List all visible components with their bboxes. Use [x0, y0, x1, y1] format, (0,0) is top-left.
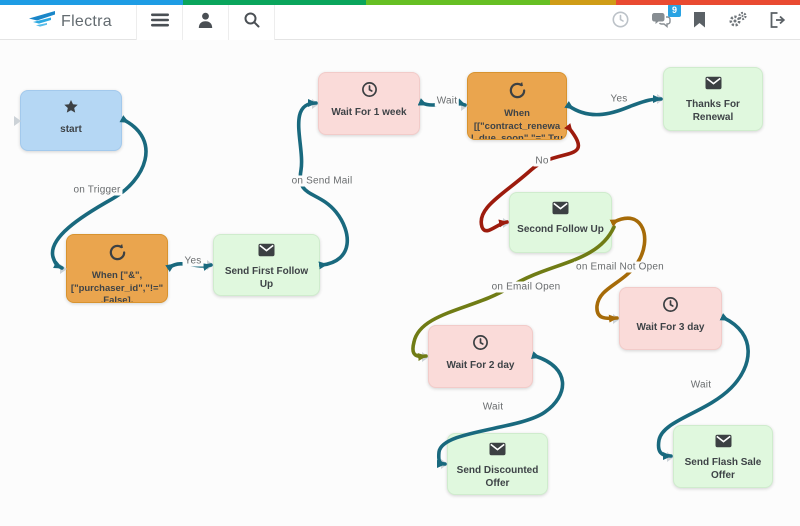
node-endpoint-arrow-icon — [14, 115, 21, 126]
edge-when-contract-renewal-to-thanks-for-renewal[interactable] — [564, 95, 663, 117]
brand-stripe-segment — [366, 0, 550, 5]
apps-menu-button[interactable] — [136, 4, 182, 40]
top-navbar: Flectra 9 — [0, 3, 800, 40]
clock-icon — [361, 81, 378, 103]
bookmark-icon — [693, 11, 706, 33]
node-send-flash-sale-offer[interactable]: Send Flash Sale Offer — [673, 425, 773, 488]
gears-icon — [728, 11, 747, 33]
messages-count-badge: 9 — [668, 3, 681, 17]
edge-start-to-when-purchaser[interactable] — [50, 115, 148, 270]
node-label: Send Discounted Offer — [456, 465, 539, 489]
edge-label-send-first-follow-up-to-wait-1-week: on Send Mail — [289, 175, 355, 187]
node-send-first-follow-up[interactable]: Send First Follow Up — [213, 234, 320, 296]
node-label: Wait For 2 day — [446, 360, 515, 371]
chat-bubbles-icon — [651, 12, 671, 33]
node-wait-3-day[interactable]: Wait For 3 day — [619, 287, 722, 350]
node-wait-1-week[interactable]: Wait For 1 week — [318, 72, 420, 135]
refresh-icon — [108, 243, 127, 267]
edge-send-first-follow-up-to-wait-1-week[interactable] — [296, 99, 349, 270]
envelope-icon — [258, 243, 275, 262]
node-when-purchaser[interactable]: When ["&", ["purchaser_id","!=" ,False],… — [66, 234, 168, 303]
node-when-contract-renewal[interactable]: When [["contract_renewa l_due_soon","=",… — [467, 72, 567, 140]
edge-second-follow-up-to-wait-2-day[interactable] — [411, 225, 616, 361]
sign-out-icon — [769, 11, 786, 33]
clock-icon — [662, 296, 679, 318]
node-label: Thanks For Renewal — [686, 99, 740, 123]
node-label: Wait For 3 day — [636, 322, 705, 333]
nav-buttons — [136, 4, 275, 40]
edge-wait-2-day-to-send-discounted-offer[interactable] — [436, 351, 565, 468]
envelope-icon — [715, 434, 732, 453]
search-icon — [244, 12, 260, 33]
user-menu-button[interactable] — [182, 4, 228, 40]
clock-icon — [472, 334, 489, 356]
app-logo-text: Flectra — [61, 13, 112, 30]
edge-when-contract-renewal-to-second-follow-up[interactable] — [479, 123, 581, 233]
star-icon — [63, 99, 79, 120]
settings-button[interactable] — [728, 11, 747, 33]
envelope-icon — [705, 76, 722, 95]
envelope-icon — [552, 201, 569, 220]
edge-wait-3-day-to-send-flash-sale-offer[interactable] — [656, 313, 750, 460]
edge-label-second-follow-up-to-wait-2-day: on Email Open — [489, 281, 563, 293]
brand-stripe-segment — [550, 0, 616, 5]
edge-label-when-contract-renewal-to-second-follow-up: No — [533, 155, 551, 167]
brand-stripe-segment — [616, 0, 800, 5]
node-label: start — [60, 124, 82, 135]
bookmarks-button[interactable] — [693, 11, 706, 33]
edge-label-start-to-when-purchaser: on Trigger — [71, 184, 123, 196]
user-icon — [198, 12, 213, 33]
node-label: When [["contract_renewa l_due_soon","=",… — [471, 108, 563, 140]
node-label: Send First Follow Up — [224, 266, 309, 290]
edge-label-wait-1-week-to-when-contract-renewal: Wait — [434, 95, 460, 107]
edge-label-wait-3-day-to-send-flash-sale-offer: Wait — [688, 379, 714, 391]
brand-stripe — [0, 0, 800, 5]
brand-stripe-segment — [0, 0, 183, 5]
edge-label-second-follow-up-to-wait-3-day: on Email Not Open — [574, 261, 666, 273]
edge-label-when-purchaser-to-send-first-follow-up: Yes — [182, 255, 204, 267]
edge-label-wait-2-day-to-send-discounted-offer: Wait — [480, 401, 506, 413]
brand-stripe-segment — [183, 0, 366, 5]
node-wait-2-day[interactable]: Wait For 2 day — [428, 325, 533, 388]
search-button[interactable] — [228, 4, 275, 40]
edge-label-when-contract-renewal-to-thanks-for-renewal: Yes — [608, 93, 630, 105]
node-send-discounted-offer[interactable]: Send Discounted Offer — [447, 433, 548, 495]
edge-second-follow-up-to-wait-3-day[interactable] — [595, 216, 647, 323]
history-button[interactable] — [612, 11, 629, 33]
node-label: When ["&", ["purchaser_id","!=" ,False],… — [70, 270, 164, 303]
node-label: Send Flash Sale Offer — [684, 457, 762, 481]
nav-right-icons: 9 — [612, 3, 800, 33]
history-clock-icon — [612, 11, 629, 33]
node-label: Second Follow Up — [517, 224, 604, 235]
node-start[interactable]: start — [20, 90, 122, 151]
hamburger-icon — [150, 13, 169, 32]
node-thanks-for-renewal[interactable]: Thanks For Renewal — [663, 67, 763, 131]
logout-button[interactable] — [769, 11, 786, 33]
node-label: Wait For 1 week — [331, 107, 407, 118]
refresh-icon — [508, 81, 527, 105]
app-logo[interactable]: Flectra — [0, 10, 130, 34]
node-second-follow-up[interactable]: Second Follow Up — [509, 192, 612, 253]
flectra-wing-icon — [26, 10, 56, 34]
messages-button[interactable]: 9 — [651, 3, 681, 33]
envelope-icon — [489, 442, 506, 461]
